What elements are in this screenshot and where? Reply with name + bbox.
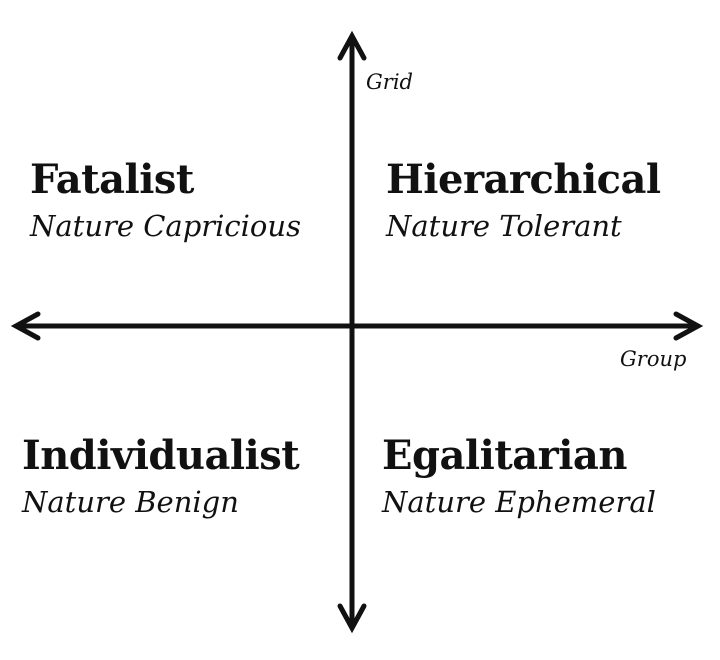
down-arrowhead xyxy=(337,603,367,634)
quadrant-top-right: Hierarchical Nature Tolerant xyxy=(386,160,661,241)
up-arrowhead xyxy=(337,30,367,61)
quadrant-title: Egalitarian xyxy=(382,432,627,479)
right-arrowhead xyxy=(673,311,704,341)
quadrant-subtitle: Nature Benign xyxy=(22,485,239,519)
quadrant-bottom-left: Individualist Nature Benign xyxy=(22,432,300,519)
quadrant-title: Hierarchical xyxy=(386,156,661,203)
quadrant-bottom-right: Egalitarian Nature Ephemeral xyxy=(382,436,656,517)
left-arrowhead xyxy=(10,311,41,341)
quadrant-title: Fatalist xyxy=(30,156,194,203)
quadrant-top-left: Fatalist Nature Capricious xyxy=(30,160,301,241)
quadrant-subtitle: Nature Tolerant xyxy=(386,209,622,243)
horizontal-axis-label: Group xyxy=(620,347,687,371)
vertical-axis-label: Grid xyxy=(366,70,413,94)
quadrant-subtitle: Nature Ephemeral xyxy=(382,485,656,519)
quadrant-title: Individualist xyxy=(22,432,300,479)
quadrant-subtitle: Nature Capricious xyxy=(30,209,301,243)
